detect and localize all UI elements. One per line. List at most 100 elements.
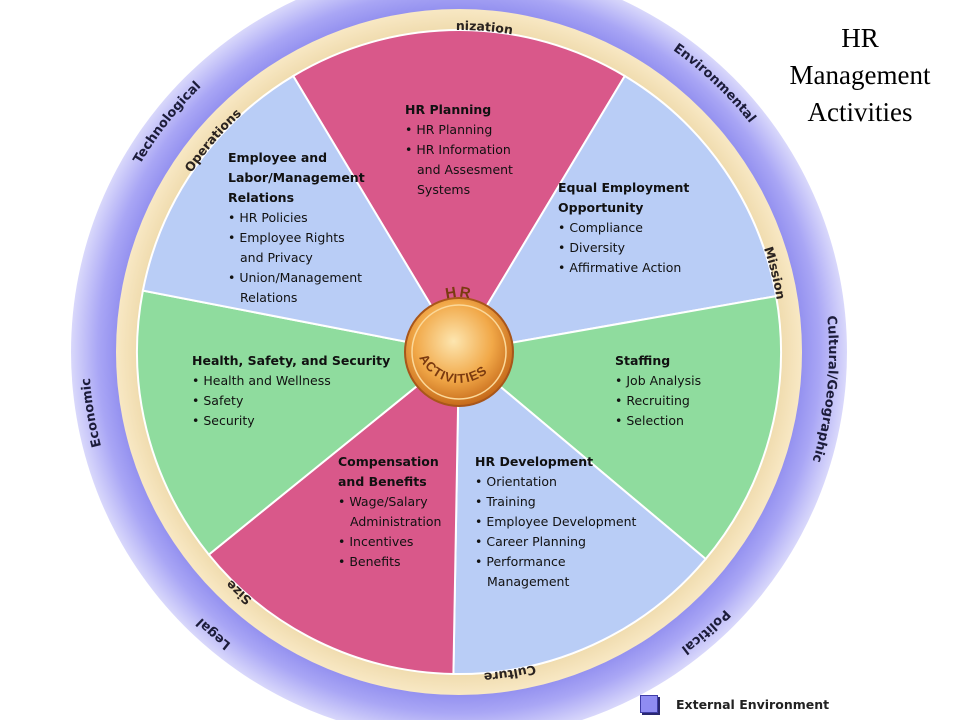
bullet-icon: • <box>475 494 487 509</box>
segment-item-text: HR Information <box>416 142 511 157</box>
segment-title: Relations <box>228 190 295 205</box>
segment-bullet-item: • Security <box>192 411 390 431</box>
segment-item-text: Union/Management <box>239 270 363 285</box>
segment-hr-planning <box>291 29 627 354</box>
legend: External Environment <box>640 692 829 716</box>
segment-bullet-item: • Health and Wellness <box>192 371 390 391</box>
bullet-icon: • <box>475 534 487 549</box>
bullet-icon: • <box>228 270 240 285</box>
segment-equal-employment <box>457 74 778 354</box>
segment-item-text: Compliance <box>569 220 643 235</box>
segment-item-text: HR Planning <box>416 122 493 137</box>
bullet-icon: • <box>338 554 350 569</box>
segment-text-staffing: Staffing• Job Analysis• Recruiting• Sele… <box>615 351 701 431</box>
legend-label: External Environment <box>676 696 830 712</box>
external-environment-label: Social <box>437 717 482 720</box>
segment-hr-development <box>452 349 708 676</box>
segment-item-text: Diversity <box>569 240 625 255</box>
segment-staffing <box>456 294 782 561</box>
segment-bullet-item: • Employee Development <box>475 512 636 532</box>
bullet-icon: • <box>475 474 487 489</box>
segment-compensation <box>207 349 461 676</box>
page-title-line: HR <box>841 23 879 53</box>
hub-circle <box>404 297 514 407</box>
segment-title: Labor/Management <box>228 170 365 185</box>
hub-inner-rim <box>411 304 507 400</box>
bullet-icon: • <box>192 373 204 388</box>
bullet-icon: • <box>228 230 240 245</box>
segment-item-text: Administration <box>350 514 442 529</box>
segment-title: HR Development <box>475 454 594 469</box>
bullet-icon: • <box>338 494 350 509</box>
segment-bullet-item-continued: Systems <box>405 180 513 200</box>
segment-bullet-item: • Orientation <box>475 472 636 492</box>
segment-item-text: Orientation <box>486 474 557 489</box>
segment-item-text: Training <box>486 494 536 509</box>
bullet-icon: • <box>192 413 204 428</box>
segment-bullet-item: • Incentives <box>338 532 441 552</box>
segment-bullet-item: • Training <box>475 492 636 512</box>
segment-item-text: Career Planning <box>486 534 586 549</box>
bullet-icon: • <box>475 514 487 529</box>
bullet-icon: • <box>338 534 350 549</box>
segment-title: Staffing <box>615 353 671 368</box>
bullet-icon: • <box>405 142 417 157</box>
bullet-icon: • <box>228 210 240 225</box>
segment-bullet-item: • Recruiting <box>615 391 701 411</box>
segment-item-text: Security <box>203 413 255 428</box>
bullet-icon: • <box>615 413 627 428</box>
segment-item-text: and Privacy <box>240 250 313 265</box>
segment-bullet-item-continued: Management <box>475 572 636 592</box>
segment-bullet-item: • Diversity <box>558 238 689 258</box>
page-title: HR Management Activities <box>770 20 950 131</box>
bullet-icon: • <box>405 122 417 137</box>
segment-bullet-item-continued: and Privacy <box>228 248 365 268</box>
segment-item-text: Wage/Salary <box>349 494 428 509</box>
segment-item-text: Health and Wellness <box>203 373 331 388</box>
segment-title: HR Planning <box>405 102 492 117</box>
segment-employee-relations <box>141 74 462 354</box>
segment-bullet-item: • Affirmative Action <box>558 258 689 278</box>
segment-bullet-item: • Job Analysis <box>615 371 701 391</box>
segment-bullet-item: • Selection <box>615 411 701 431</box>
bullet-icon: • <box>558 260 570 275</box>
segment-item-text: Employee Development <box>486 514 637 529</box>
segment-item-text: Management <box>487 574 570 589</box>
segment-item-text: Incentives <box>349 534 414 549</box>
segment-item-text: Affirmative Action <box>569 260 682 275</box>
page-title-line: Management <box>789 60 931 90</box>
segment-text-health-safety: Health, Safety, and Security • Health and… <box>192 351 390 431</box>
bullet-icon: • <box>475 554 487 569</box>
hub-label-line1: HR <box>444 284 474 303</box>
segment-bullet-item: • Compliance <box>558 218 689 238</box>
segment-health-safety <box>136 289 462 557</box>
segment-bullet-item: • Benefits <box>338 552 441 572</box>
segment-item-text: Relations <box>240 290 298 305</box>
activity-segments <box>136 29 782 676</box>
segment-bullet-item: • Wage/Salary <box>338 492 441 512</box>
segment-title: Compensation <box>338 454 439 469</box>
segment-bullet-item-continued: Administration <box>338 512 441 532</box>
segment-item-text: Selection <box>626 413 684 428</box>
segment-title: Health, Safety, and Security <box>192 353 391 368</box>
segment-item-text: HR Policies <box>239 210 308 225</box>
segment-title: Equal Employment <box>558 180 690 195</box>
segment-text-hr-development: HR Development• Orientation• Training• E… <box>475 452 636 592</box>
segment-title: and Benefits <box>338 474 427 489</box>
segment-bullet-item: • HR Planning <box>405 120 513 140</box>
segment-bullet-item: • HR Policies <box>228 208 365 228</box>
legend-swatch <box>640 695 658 713</box>
segment-item-text: Employee Rights <box>239 230 345 245</box>
segment-bullet-item: • HR Information <box>405 140 513 160</box>
page-title-line: Activities <box>807 97 913 127</box>
segment-item-text: Systems <box>417 182 471 197</box>
bullet-icon: • <box>615 373 627 388</box>
segment-bullet-item-continued: Relations <box>228 288 365 308</box>
segment-item-text: Job Analysis <box>626 373 702 388</box>
segment-item-text: Recruiting <box>626 393 690 408</box>
segment-item-text: Performance <box>486 554 566 569</box>
